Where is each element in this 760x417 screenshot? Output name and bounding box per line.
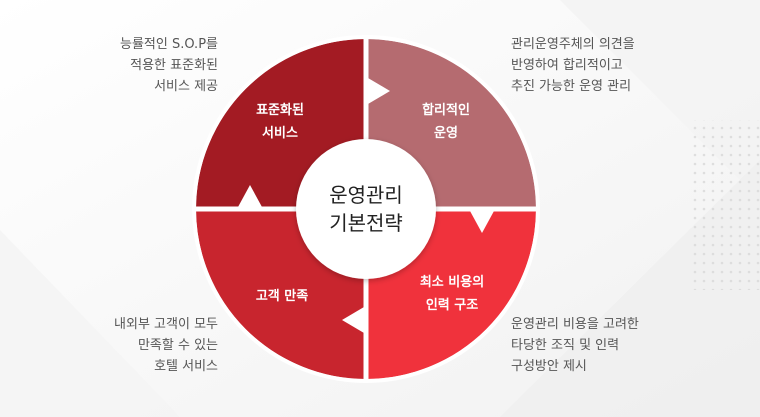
arrow-notch-bottom: [342, 307, 364, 333]
description-line: 구성방안 제시: [511, 359, 587, 374]
center-title-line2: 기본전략: [329, 211, 403, 235]
description-line: 추진 가능한 운영 관리: [511, 79, 632, 94]
quadrant-label-minimum-cost-staffing-line1: 최소 비용의: [420, 274, 484, 290]
quadrant-label-rational-operation-line2: 운영: [434, 126, 458, 141]
description-line: 적용한 표준화된: [130, 58, 218, 73]
description-line: 운영관리 비용을 고려한: [511, 317, 639, 332]
description-line: 관리운영주체의 의견을: [511, 37, 635, 52]
description-line: 만족할 수 있는: [137, 338, 218, 353]
quadrant-label-minimum-cost-staffing-line2: 인력 구조: [426, 297, 478, 313]
description-line: 내외부 고객이 모두: [114, 317, 218, 332]
description-line: 타당한 조직 및 인력: [511, 338, 620, 353]
center-title-line1: 운영관리: [329, 183, 403, 207]
description-customer-satisfaction: 내외부 고객이 모두 만족할 수 있는 호텔 서비스: [0, 314, 218, 377]
description-line: 반영하여 합리적이고: [511, 58, 623, 73]
center-circle: [296, 139, 436, 279]
arrow-notch-top: [368, 78, 390, 104]
description-standardized-service: 능률적인 S.O.P를 적용한 표준화된 서비스 제공: [0, 34, 218, 97]
quadrant-label-customer-satisfaction: 고객 만족: [256, 288, 308, 304]
quadrant-label-standardized-service-line2: 서비스: [262, 126, 298, 141]
description-line: 호텔 서비스: [154, 359, 218, 374]
description-line: 능률적인 S.O.P를: [120, 37, 218, 52]
arrow-notch-left: [238, 185, 262, 207]
quadrant-label-rational-operation-line1: 합리적인: [422, 102, 470, 118]
description-rational-operation: 관리운영주체의 의견을 반영하여 합리적이고 추진 가능한 운영 관리: [511, 34, 741, 97]
description-line: 서비스 제공: [154, 79, 218, 94]
quadrant-label-standardized-service-line1: 표준화된: [256, 102, 304, 118]
arrow-notch-right: [470, 211, 494, 233]
wheel-outer-ring: [192, 35, 540, 383]
description-minimum-cost-staffing: 운영관리 비용을 고려한 타당한 조직 및 인력 구성방안 제시: [511, 314, 741, 377]
